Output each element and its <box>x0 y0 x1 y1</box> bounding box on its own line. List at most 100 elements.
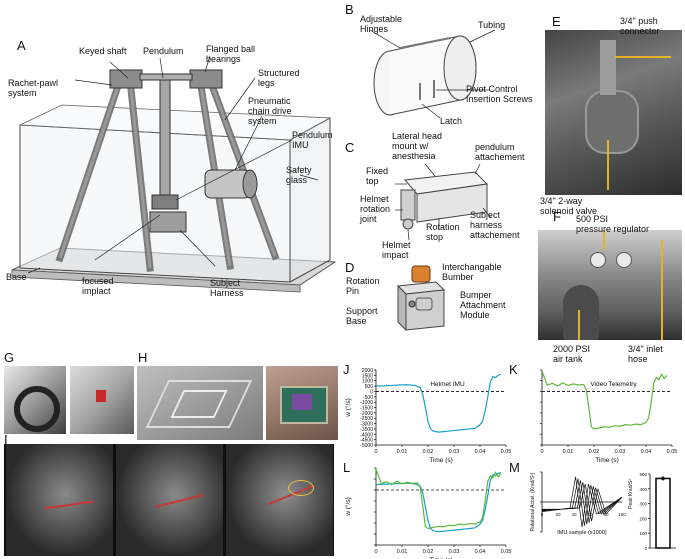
chart-m-bar <box>655 477 671 549</box>
label-subject-harness-attachment: Subject harness attachement <box>470 210 520 240</box>
chart-j-y-tick-label: 500 <box>365 384 374 390</box>
chart-j-y-tick-label: -4000 <box>360 432 373 438</box>
panel-letter-b: B <box>345 2 354 17</box>
panel-letter-j: J <box>343 362 350 377</box>
mems-sem-image <box>137 366 263 440</box>
panel-letter-m: M <box>509 460 520 475</box>
chart-j-y-tick-label: 1500 <box>362 373 373 379</box>
label-inlet-hose: 3/4" inlet hose <box>628 344 663 364</box>
chart-m-bar-y-tick-label: 400 <box>639 487 647 492</box>
label-base: Base <box>6 272 27 282</box>
label-focused-impact: focused implact <box>82 276 114 296</box>
chart-j-series-line-0 <box>375 373 502 433</box>
chart-l-x-tick-label: 0.03 <box>449 549 460 555</box>
chart-j-y-label: w (°/s) <box>344 398 352 417</box>
chart-m-y-label: Rotational Accel. (Krad/S²) <box>530 472 536 531</box>
chart-l-x-tick-label: 0 <box>374 549 377 555</box>
solenoid-valve-photo <box>545 30 682 195</box>
panel-letter-c: C <box>345 140 355 155</box>
panel-letter-g: G <box>4 350 15 365</box>
chart-m-x-tick-label: 0 <box>541 512 544 517</box>
chart-m-x-tick-label: 80 <box>603 512 609 517</box>
chart-m-bar-y-tick-label: 100 <box>639 531 647 536</box>
imu-chip-image <box>266 366 338 440</box>
chart-k-x-tick-label: 0.02 <box>589 449 600 455</box>
chart-k-series-line-0 <box>541 370 668 430</box>
chart-j-y-tick-label: -1000 <box>360 400 373 406</box>
panel-letter-l: L <box>343 460 351 475</box>
chart-j-annotation: Helmet IMU <box>430 381 465 388</box>
chart-j-y-tick-label: -2500 <box>360 416 373 422</box>
chart-j-y-tick-label: -1500 <box>360 406 373 412</box>
label-helmet-impact: Helmet impact <box>382 240 411 260</box>
chart-m-bar-y-label: Peak Krad/S² <box>628 479 634 509</box>
panel-letter-f: F <box>553 209 561 224</box>
panel-letter-a: A <box>17 38 26 53</box>
label-push-connector: 3/4" push connector <box>620 16 660 36</box>
label-pendulum: Pendulum <box>143 46 184 56</box>
chart-m-x-label: IMU sample (x1000) <box>557 530 607 536</box>
video-frames-strip <box>4 444 334 556</box>
chart-j-y-tick-label: -500 <box>363 395 373 401</box>
chart-m-x-tick-label: 100 <box>618 512 626 517</box>
label-pivot-control-screws: Pivot Control Insertion Screws <box>466 84 533 104</box>
label-lateral-head-mount: Lateral head mount w/ anesthesia <box>392 131 443 161</box>
label-structured-legs: Structured legs <box>258 68 300 88</box>
chart-k-x-tick-label: 0.04 <box>641 449 652 455</box>
label-pendulum-imu: Pendulum IMU <box>292 130 333 150</box>
label-rachet-pawl-system: Rachet-pawl system <box>8 78 59 98</box>
chart-m-bar-y-tick-label: 500 <box>639 472 647 477</box>
chart-l-x-tick-label: 0.02 <box>423 549 434 555</box>
chart-k-x-label: Time (s) <box>595 457 619 464</box>
chart-j-y-tick-label: -3500 <box>360 427 373 433</box>
label-rotation-pin: Rotation Pin <box>346 276 380 296</box>
imu-mount-photo-right <box>70 366 134 434</box>
chart-m-series-line-4 <box>542 483 623 522</box>
chart-l-x-label: Time (s) <box>429 557 453 559</box>
chart-j-x-label: Time (s) <box>429 457 453 464</box>
chart-m-bar-point <box>661 476 665 481</box>
label-latch: Latch <box>440 116 463 126</box>
chart-k-x-tick-label: 0 <box>540 449 543 455</box>
chart-m-bar-y-tick-label: 0 <box>644 546 647 551</box>
chart-k-x-tick-label: 0.03 <box>615 449 626 455</box>
label-bumper-attachment-module: Bumper Attachment Module <box>460 290 506 320</box>
chart-j-x-tick-label: 0 <box>374 449 377 455</box>
chart-l-series-line-0 <box>375 471 502 533</box>
chart-j-x-tick-label: 0.05 <box>501 449 512 455</box>
chart-j-y-tick-label: -4500 <box>360 438 373 444</box>
label-solenoid-valve: 3/4" 2-way solenoid valve <box>540 196 598 216</box>
chart-k-x-tick-label: 0.01 <box>563 449 574 455</box>
chart-m-series-line-3 <box>541 482 623 523</box>
chart-m-x-tick-label: 40 <box>571 512 577 517</box>
chart-m-x-tick-label: 20 <box>555 512 561 517</box>
pressure-regulator-photo <box>538 230 682 340</box>
chart-j-x-tick-label: 0.03 <box>449 449 460 455</box>
chart-j-x-tick-label: 0.01 <box>397 449 408 455</box>
label-interchangeable-bumber: Interchangable Bumber <box>442 262 502 282</box>
chart-j-y-tick-label: -5000 <box>360 443 373 449</box>
chart-m-bar-y-tick-label: 200 <box>639 516 647 521</box>
chart-j-x-tick-label: 0.02 <box>423 449 434 455</box>
label-fixed-top: Fixed top <box>366 166 389 186</box>
panel-letter-e: E <box>552 14 561 29</box>
label-adjustable-hinges: Adjustable Hinges <box>360 14 403 34</box>
label-flanged-ball-bearings: Flanged ball bearings <box>206 44 256 64</box>
label-pneumatic-chain-drive: Pneumatic chain drive system <box>248 96 292 126</box>
label-air-tank: 2000 PSI air tank <box>553 344 591 364</box>
label-pendulum-attachment: pendulum attachement <box>475 142 525 162</box>
panel-letter-i: I <box>4 432 8 447</box>
chart-l-series-line-1 <box>375 468 502 530</box>
panel-letter-h: H <box>138 350 148 365</box>
panel-letter-k: K <box>509 362 518 377</box>
chart-j-y-tick-label: 0 <box>370 389 373 395</box>
imu-mount-photo-left <box>4 366 66 434</box>
label-support-base: Support Base <box>346 306 378 326</box>
chart-j-y-tick-label: 2000 <box>362 368 373 374</box>
pendulum-rig-drawing <box>11 55 337 293</box>
bumper-module-drawing <box>396 265 446 332</box>
label-helmet-rotation-joint: Helmet rotation joint <box>360 194 391 224</box>
label-pressure-regulator: 500 PSI pressure regulator <box>576 214 650 234</box>
chart-l-x-tick-label: 0.01 <box>397 549 408 555</box>
